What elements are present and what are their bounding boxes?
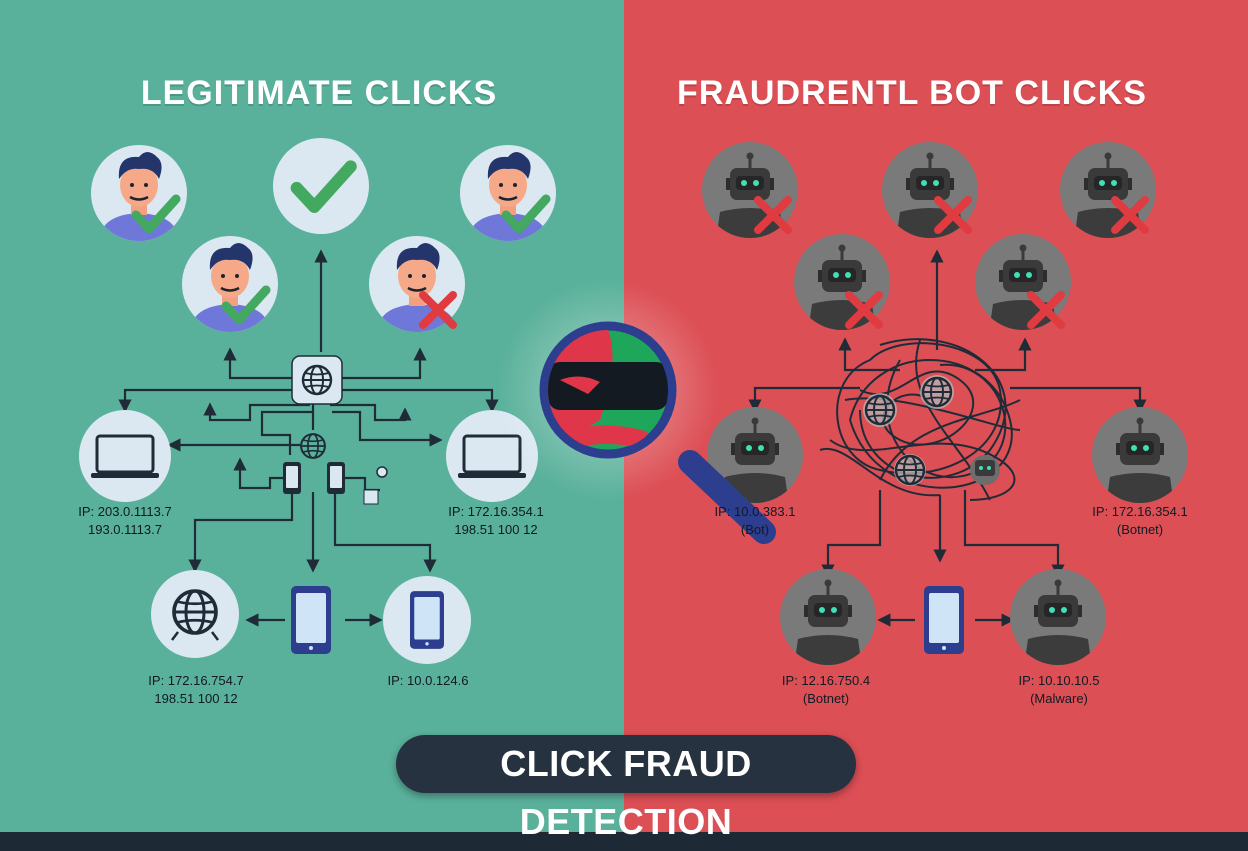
smartphone-icon <box>291 586 331 654</box>
bot-3 <box>1060 142 1156 240</box>
ip-address: IP: 10.0.383.1 <box>714 504 796 519</box>
user-avatar-icon <box>182 236 278 334</box>
laptop-icon <box>77 408 173 504</box>
smartphone-icon <box>924 586 964 654</box>
ip-address: IP: 10.0.124.6 <box>387 673 469 688</box>
robot-icon <box>1010 569 1106 667</box>
ip-tag: (Botnet) <box>802 691 850 706</box>
fraud-title: FRAUDRENTL BOT CLICKS <box>677 74 1147 112</box>
bot-1 <box>702 142 798 240</box>
robot-icon <box>780 569 876 667</box>
legit-phone-node <box>383 576 471 664</box>
ip-address: IP: 12.16.750.4 <box>781 673 871 688</box>
ip-address: IP: 172.16.354.1 <box>1092 504 1188 519</box>
ip-label: IP: 10.10.10.5 (Malware) <box>1004 672 1114 708</box>
ip-label: IP: 12.16.750.4 (Botnet) <box>770 672 882 708</box>
legit-globe-node <box>151 570 239 658</box>
smartphone-icon <box>283 462 301 494</box>
ip-label: IP: 172.16.354.1 (Botnet) <box>1084 503 1196 539</box>
fraud-hub-globes <box>863 375 1000 486</box>
bot-4 <box>794 234 890 332</box>
ip-label: IP: 172.16.354.1 198.51 100 12 <box>440 503 552 539</box>
legit-user-4 <box>369 236 465 334</box>
ip-address-secondary: 198.51 100 12 <box>154 691 238 706</box>
fraud-network-lines <box>748 249 1147 627</box>
ip-tag: (Malware) <box>1030 691 1088 706</box>
ip-address: IP: 172.16.354.1 <box>448 504 544 519</box>
legit-user-2 <box>460 145 556 243</box>
legit-user-3 <box>182 236 278 334</box>
ip-tag: (Botnet) <box>1116 522 1164 537</box>
diagram-canvas <box>77 138 1248 832</box>
ip-address: IP: 10.10.10.5 <box>1018 673 1100 688</box>
legit-title: LEGITIMATE CLICKS <box>140 74 498 112</box>
bot-5 <box>975 234 1071 332</box>
smartphone-icon <box>410 591 444 649</box>
ip-address-secondary: 193.0.1113.7 <box>88 522 162 537</box>
legit-hub <box>283 355 388 505</box>
ip-address: IP: 172.16.754.7 <box>148 673 244 688</box>
ip-address: IP: 203.0.1113.7 <box>78 504 172 519</box>
legit-network-lines <box>118 249 499 627</box>
legit-user-1 <box>91 145 187 243</box>
ip-label: IP: 172.16.754.7 198.51 100 12 <box>140 672 252 708</box>
ip-label: IP: 10.0.383.1 (Bot) <box>700 503 810 539</box>
user-avatar-icon <box>91 145 187 243</box>
magnifying-glass-icon <box>498 280 776 544</box>
bot-2 <box>882 142 978 240</box>
ip-tag: (Bot) <box>740 522 770 537</box>
user-avatar-icon <box>460 145 556 243</box>
click-fraud-detection-banner: CLICK FRAUD DETECTION <box>396 735 856 842</box>
smartphone-icon <box>327 462 345 494</box>
robot-icon <box>1092 407 1188 505</box>
ip-label: IP: 10.0.124.6 <box>378 672 478 690</box>
ip-address-secondary: 198.51 100 12 <box>454 522 538 537</box>
legit-check-node <box>273 138 369 234</box>
ip-label: IP: 203.0.1113.7 193.0.1113.7 <box>70 503 180 539</box>
